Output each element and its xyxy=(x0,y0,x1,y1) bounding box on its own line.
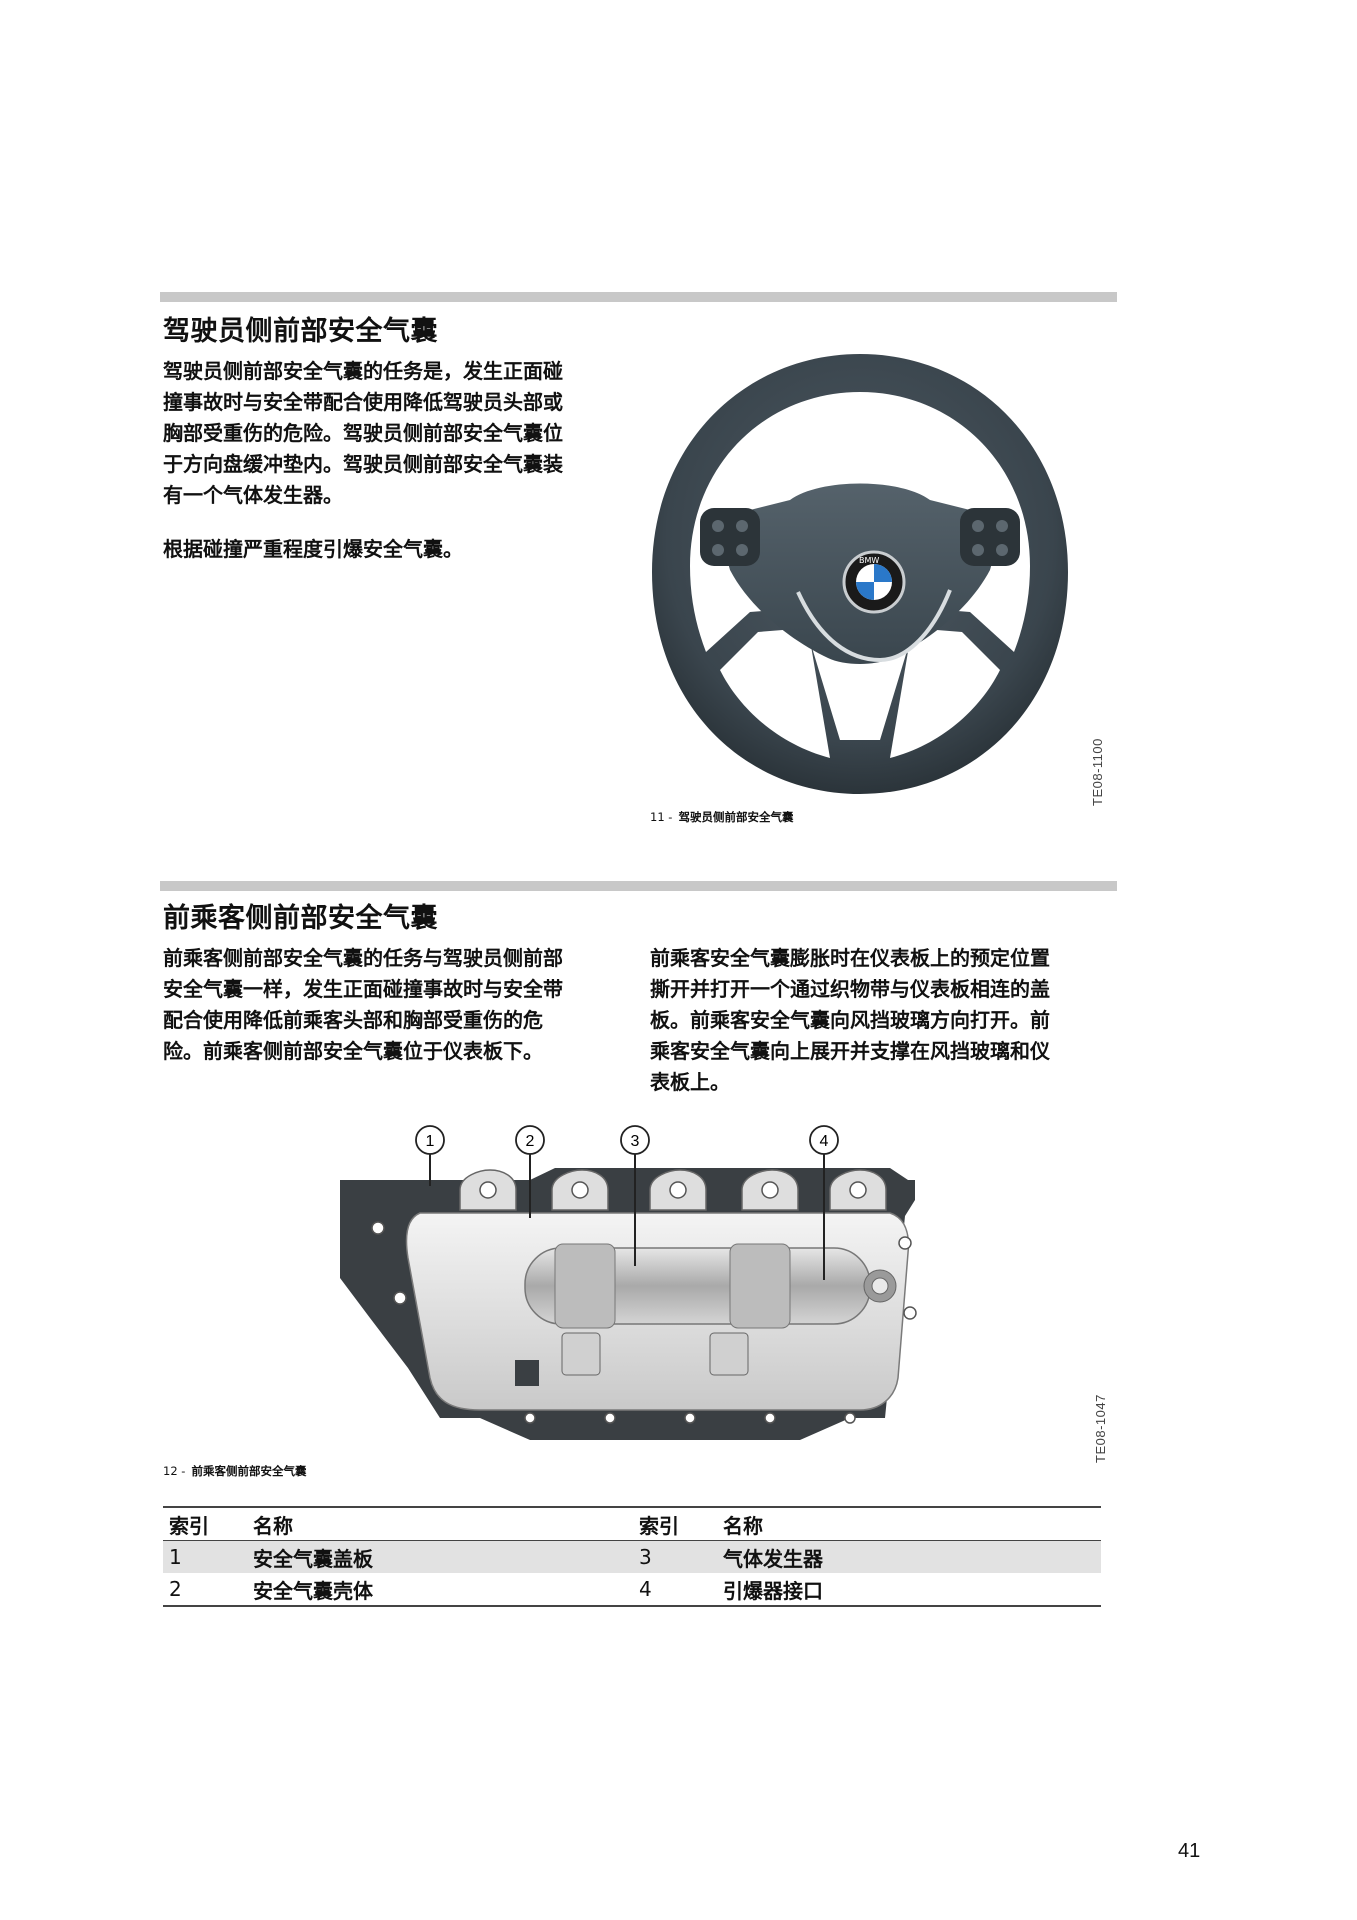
svg-text:2: 2 xyxy=(526,1133,535,1150)
gas-generator xyxy=(524,1243,897,1329)
index-cell: 3 xyxy=(633,1540,717,1573)
figure-11-code: TE08-1100 xyxy=(1090,738,1105,806)
col-header-index: 索引 xyxy=(633,1506,717,1541)
callout-4: 4 xyxy=(809,1125,839,1155)
table-header-row: 索引 名称 索引 名称 xyxy=(163,1506,1101,1541)
index-cell: 1 xyxy=(163,1540,247,1573)
figure-11-caption: 11 -驾驶员侧前部安全气囊 xyxy=(650,810,794,824)
passenger-airbag-description-left: 前乘客侧前部安全气囊的任务与驾驶员侧前部 安全气囊一样，发生正面碰撞事故时与安全… xyxy=(163,946,563,1063)
svg-text:1: 1 xyxy=(426,1133,435,1150)
passenger-airbag-figure: 1 2 3 4 xyxy=(340,1125,917,1440)
table-row: 1 安全气囊盖板 3 气体发生器 xyxy=(163,1540,1101,1573)
name-cell: 气体发生器 xyxy=(717,1540,1101,1573)
index-cell: 2 xyxy=(163,1573,247,1607)
col-header-index: 索引 xyxy=(163,1506,247,1541)
page-number: 41 xyxy=(1178,1840,1201,1862)
name-cell: 引爆器接口 xyxy=(717,1573,1101,1607)
name-cell: 安全气囊壳体 xyxy=(247,1573,633,1607)
figure-12-code: TE08-1047 xyxy=(1093,1394,1108,1463)
heading-driver-airbag: 驾驶员侧前部安全气囊 xyxy=(163,316,438,347)
svg-text:BMW: BMW xyxy=(859,556,879,565)
col-header-name: 名称 xyxy=(717,1506,1101,1541)
driver-airbag-description: 驾驶员侧前部安全气囊的任务是，发生正面碰 撞事故时与安全带配合使用降低驾驶员头部… xyxy=(163,359,563,507)
legend-table: 索引 名称 索引 名称 1 安全气囊盖板 3 气体发生器 2 安全气囊壳体 4 … xyxy=(163,1506,1101,1607)
section-divider-passenger xyxy=(160,881,1117,891)
svg-text:3: 3 xyxy=(631,1133,640,1150)
driver-airbag-trigger-text: 根据碰撞严重程度引爆安全气囊。 xyxy=(163,537,463,561)
name-cell: 安全气囊盖板 xyxy=(247,1540,633,1573)
index-cell: 4 xyxy=(633,1573,717,1607)
passenger-airbag-description-right: 前乘客安全气囊膨胀时在仪表板上的预定位置 撕开并打开一个通过织物带与仪表板相连的… xyxy=(650,946,1050,1094)
right-control-buttons xyxy=(960,508,1020,566)
table-row: 2 安全气囊壳体 4 引爆器接口 xyxy=(163,1573,1101,1607)
bmw-logo-icon: BMW xyxy=(842,550,906,614)
callout-1: 1 xyxy=(415,1125,445,1155)
figure-12-caption: 12 -前乘客侧前部安全气囊 xyxy=(163,1464,307,1478)
heading-passenger-airbag: 前乘客侧前部安全气囊 xyxy=(163,903,438,934)
left-control-buttons xyxy=(700,508,760,566)
steering-wheel-figure: BMW xyxy=(652,354,1068,794)
col-header-name: 名称 xyxy=(247,1506,633,1541)
section-divider-driver xyxy=(160,292,1117,302)
callout-2: 2 xyxy=(515,1125,545,1155)
callout-3: 3 xyxy=(620,1125,650,1155)
svg-text:4: 4 xyxy=(820,1133,829,1150)
